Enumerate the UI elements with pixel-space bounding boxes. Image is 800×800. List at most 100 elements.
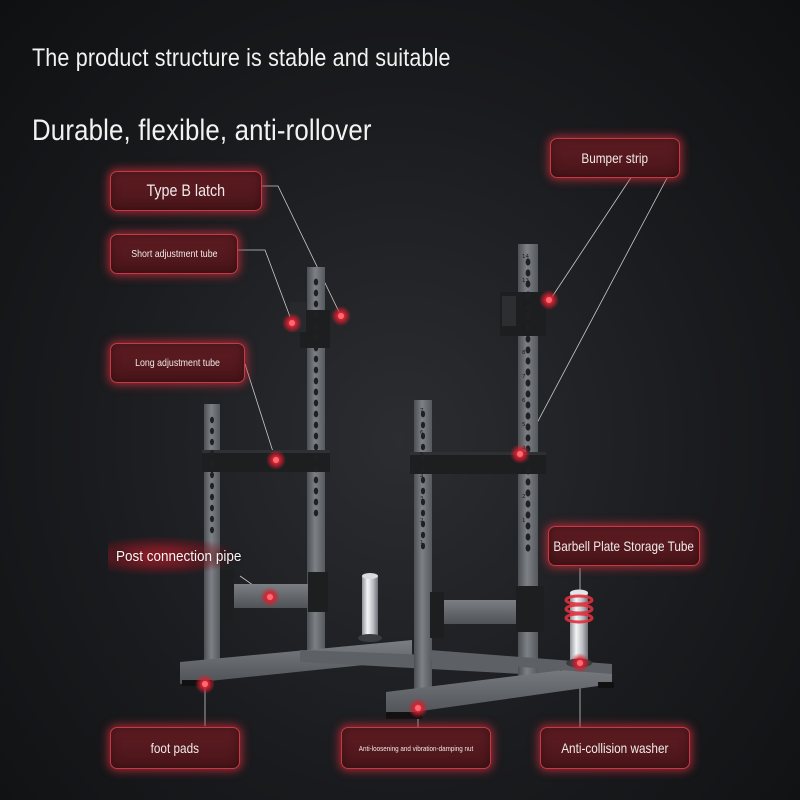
hole-number: 10: [522, 302, 529, 308]
callout-anti-loosening-nut: Anti-loosening and vibration-damping nut: [341, 727, 491, 769]
callout-label: foot pads: [150, 739, 200, 756]
hole-number: 5: [420, 452, 424, 458]
upright-hole: [210, 526, 214, 534]
upright-hole: [420, 542, 426, 550]
upright-hole: [313, 388, 319, 396]
upright-hole: [313, 432, 319, 440]
leader-lines: [204, 169, 668, 728]
callout-type-b-latch: Type B latch: [110, 171, 262, 211]
hole-number: 9: [522, 326, 526, 332]
upright-hole: [420, 421, 426, 429]
upright-hole: [313, 476, 319, 484]
upright-hole: [313, 355, 319, 363]
upright-hole: [525, 434, 531, 442]
upright-hole: [313, 443, 319, 451]
upright-hole: [525, 500, 531, 508]
callout-long-adjustment-tube: Long adjustment tube: [110, 343, 245, 383]
upright-hole: [210, 449, 214, 457]
upright-hole: [210, 427, 214, 435]
upright-hole: [525, 401, 531, 409]
upright-hole: [420, 520, 426, 528]
plate-storage-tubes: [358, 573, 594, 668]
red-marker-icon: [539, 290, 559, 310]
upright-hole: [525, 258, 531, 266]
upright-hole: [525, 335, 531, 343]
red-marker-icon: [331, 306, 351, 326]
upright-hole: [525, 511, 531, 519]
headline: The product structure is stable and suit…: [32, 44, 451, 72]
hole-number: 13: [522, 278, 529, 284]
upright-hole: [525, 346, 531, 354]
upright-hole: [525, 478, 531, 486]
callout-label: Long adjustment tube: [135, 356, 220, 369]
upright-hole: [420, 487, 426, 495]
upright-hole: [525, 390, 531, 398]
red-marker-icon: [266, 450, 286, 470]
upright-hole: [313, 421, 319, 429]
upright-hole: [420, 509, 426, 517]
red-markers: [195, 290, 590, 718]
hole-number: 5: [522, 422, 526, 428]
upright-hole: [313, 377, 319, 385]
post-connection-glow: [108, 537, 236, 575]
hole-number: 4: [420, 474, 424, 480]
red-marker-icon: [260, 587, 280, 607]
red-marker-icon: [510, 444, 530, 464]
upright-hole: [525, 533, 531, 541]
callout-bumper-strip: Bumper strip: [550, 138, 680, 178]
hole-number: 6: [420, 430, 424, 436]
upright-hole: [313, 498, 319, 506]
hole-number: 3: [522, 470, 526, 476]
upright-hole: [313, 322, 319, 330]
upright-hole: [525, 489, 531, 497]
callout-label: Bumper strip: [581, 149, 649, 166]
hole-number: 6: [522, 398, 526, 404]
upright-hole: [420, 410, 426, 418]
upright-hole: [525, 379, 531, 387]
upright-hole: [525, 522, 531, 530]
upright-hole: [525, 412, 531, 420]
upright-hole: [525, 313, 531, 321]
upright-hole: [313, 311, 319, 319]
label-post-connection-pipe: Post connection pipe: [116, 548, 242, 565]
callout-barbell-plate-storage-tube: Barbell Plate Storage Tube: [548, 526, 700, 566]
upright-hole: [210, 438, 214, 446]
hole-number: 7: [420, 408, 424, 414]
callout-label: Anti-loosening and vibration-damping nut: [358, 743, 474, 753]
upright-hole: [525, 357, 531, 365]
upright-hole: [525, 467, 531, 475]
red-marker-icon: [282, 313, 302, 333]
upright-hole: [313, 410, 319, 418]
hole-number: 2: [420, 518, 424, 524]
upright-hole: [420, 531, 426, 539]
hole-number: 3: [420, 496, 424, 502]
red-marker-icon: [195, 674, 215, 694]
upright-hole: [525, 280, 531, 288]
upright-hole: [210, 460, 214, 468]
upright-hole: [525, 423, 531, 431]
upright-hole: [210, 515, 214, 523]
hole-number: 7: [522, 374, 526, 380]
upright-hole: [210, 416, 214, 424]
upright-hole: [210, 471, 214, 479]
upright-hole: [420, 454, 426, 462]
upright-hole: [313, 454, 319, 462]
upright-hole: [313, 333, 319, 341]
hole-number: 8: [522, 350, 526, 356]
upright-hole: [420, 498, 426, 506]
upright-hole: [525, 544, 531, 552]
red-marker-icon: [408, 698, 428, 718]
upright-hole: [420, 465, 426, 473]
upright-hole: [313, 487, 319, 495]
subheadline: Durable, flexible, anti-rollover: [32, 114, 372, 147]
hole-number: 2: [522, 494, 526, 500]
upright-hole: [525, 302, 531, 310]
callout-anti-collision-washer: Anti-collision washer: [540, 727, 690, 769]
upright-hole: [313, 509, 319, 517]
hole-numbers: 1413109876543217654321: [420, 254, 529, 546]
upright-hole: [525, 291, 531, 299]
upright-hole: [525, 368, 531, 376]
upright-hole: [210, 504, 214, 512]
hole-number: 1: [522, 518, 526, 524]
